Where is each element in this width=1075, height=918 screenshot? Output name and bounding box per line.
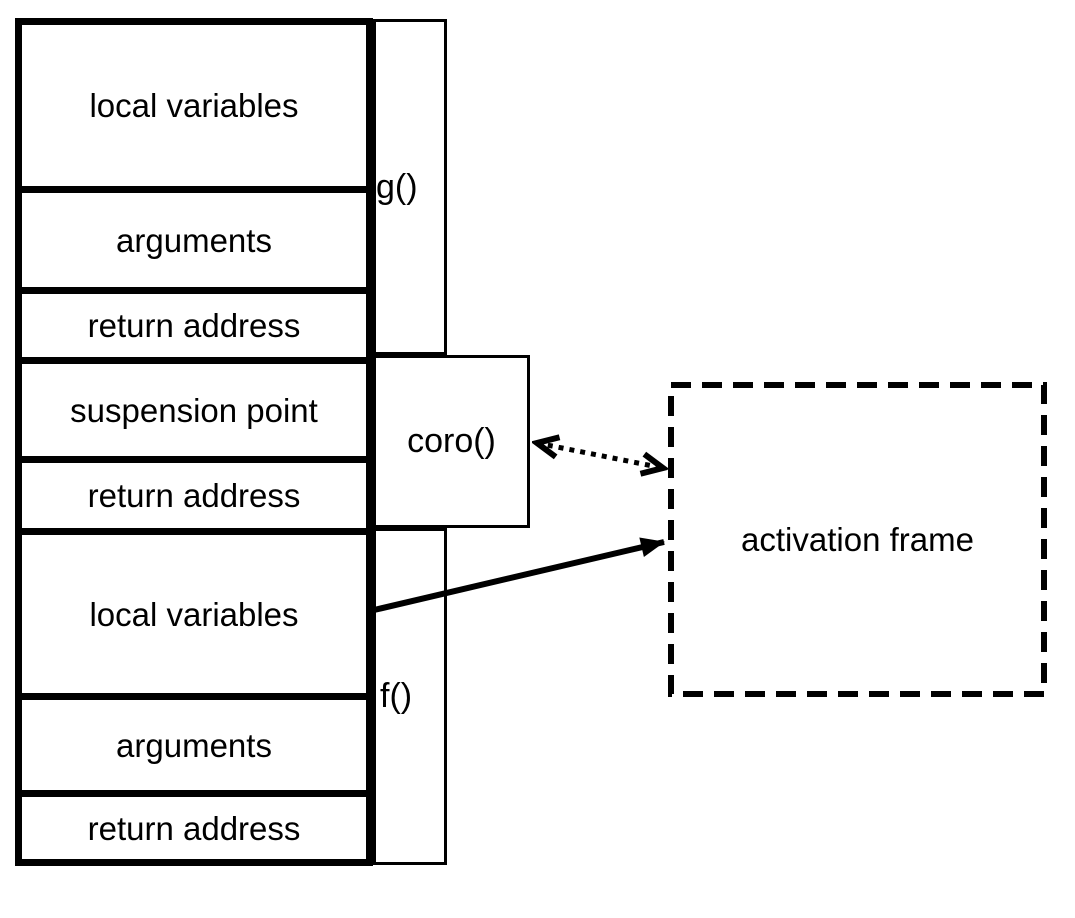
stack-cell-return-address-f: return address [22,790,366,859]
frame-label-coro: coro() [407,422,496,460]
stack-cell-suspension-point: suspension point [22,357,366,456]
stack-cell-local-variables-g: local variables [22,25,366,186]
activation-frame-label: activation frame [741,520,974,558]
frame-bracket-g [373,19,447,355]
frame-bracket-coro [373,355,530,528]
dotted-double-arrow [537,443,663,468]
stack-cell-return-address-g: return address [22,287,366,357]
stack-cell-arguments-g: arguments [22,186,366,287]
stack-cell-local-variables-f: local variables [22,528,366,693]
frame-label-g: g() [376,168,418,206]
frame-label-f: f() [380,677,413,715]
call-stack: local variables arguments return address… [15,18,373,866]
stack-cell-return-address-coro: return address [22,456,366,528]
stack-cell-arguments-f: arguments [22,693,366,790]
frame-bracket-f [373,528,447,865]
